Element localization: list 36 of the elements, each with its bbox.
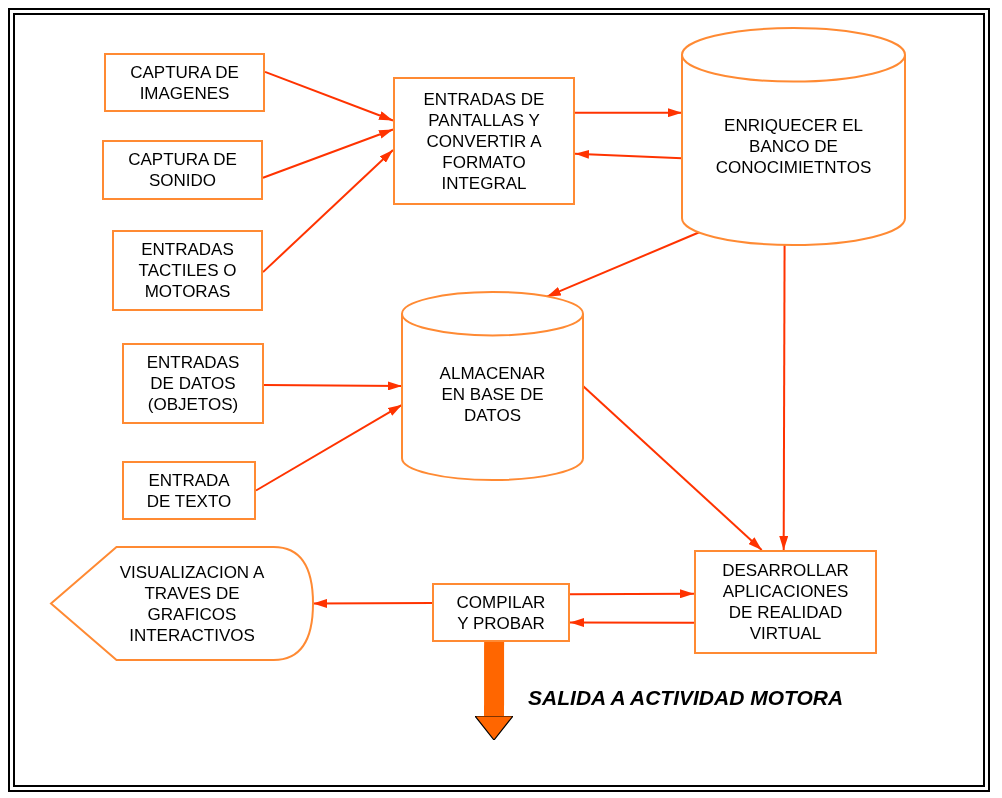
process-box [432, 583, 570, 642]
arrow [574, 149, 683, 160]
block-arrow [474, 642, 514, 741]
process-box [104, 53, 265, 112]
process-box [393, 77, 575, 205]
process-box [102, 140, 263, 200]
arrow [569, 589, 695, 599]
arrow [312, 598, 433, 608]
node-label: VISUALIZACION A TRAVES DE GRAFICOS INTERACTIVOS [118, 561, 266, 646]
display-shape [51, 547, 313, 660]
arrow [574, 108, 683, 118]
arrow [582, 385, 763, 551]
node-label: COMPILAR Y PROBAR [455, 591, 547, 634]
node-label: ENTRADA DE TEXTO [145, 469, 233, 512]
arrow [262, 148, 394, 274]
database-cylinder [682, 28, 905, 245]
arrow [545, 231, 701, 298]
arrow [569, 618, 695, 628]
process-box [112, 230, 263, 311]
database-cylinder [402, 292, 583, 480]
node-label: ALMACENAR EN BASE DE DATOS [438, 362, 547, 426]
node-label: ENTRADAS DE PANTALLAS Y CONVERTIR A FORMATO INTEGRAL [422, 88, 546, 194]
node-label: CAPTURA DE SONIDO [127, 149, 238, 191]
arrow [779, 244, 789, 551]
node-label: ENTRADAS DE DATOS (OBJETOS) [145, 352, 241, 415]
node-label: ENTRADAS TACTILES O MOTORAS [137, 239, 238, 302]
arrow [263, 381, 403, 391]
process-box [122, 343, 264, 424]
node-label: CAPTURA DE IMAGENES [129, 61, 240, 104]
process-box [122, 461, 256, 520]
node-label: DESARROLLAR APLICACIONES DE REALIDAD VIRTUAL [721, 560, 850, 644]
arrow [264, 70, 394, 122]
process-box [694, 550, 877, 654]
node-label: ENRIQUECER EL BANCO DE CONOCIMIETNTOS [714, 115, 873, 178]
arrow [255, 403, 403, 492]
arrow [262, 128, 394, 179]
